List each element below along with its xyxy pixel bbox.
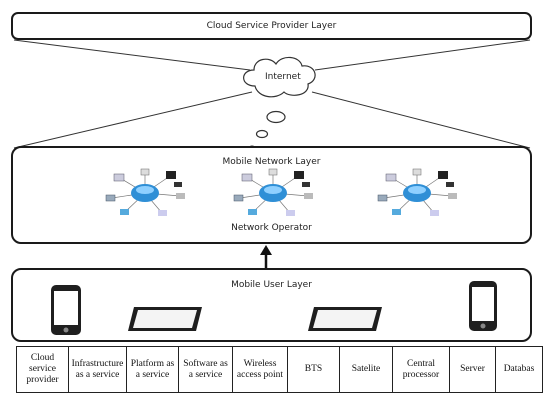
link-line xyxy=(314,39,531,71)
component-table: Cloud service provider Infrastructure as… xyxy=(16,346,543,393)
bubble-icon xyxy=(266,110,286,124)
tablet-icon xyxy=(128,307,202,331)
table-cell: Software as a service xyxy=(178,346,233,393)
smartphone-icon xyxy=(469,281,497,331)
network-hub-icon xyxy=(233,168,313,216)
mobile-user-layer: Mobile User Layer xyxy=(11,268,532,342)
user-layer-title: Mobile User Layer xyxy=(231,280,312,290)
table-cell: Satelite xyxy=(339,346,393,393)
network-layer-title: Mobile Network Layer xyxy=(222,157,321,167)
table-cell: Infrastructure as a service xyxy=(68,346,127,393)
smartphone-icon xyxy=(51,285,81,335)
bubble-icon xyxy=(255,129,269,139)
cloud-service-provider-layer: Cloud Service Provider Layer xyxy=(11,12,532,40)
table-cell: BTS xyxy=(287,346,340,393)
table-row: Cloud service provider Infrastructure as… xyxy=(16,346,543,393)
link-line xyxy=(13,39,251,71)
internet-cloud-icon xyxy=(243,56,316,98)
link-line xyxy=(13,91,253,149)
link-line xyxy=(311,91,531,149)
network-hub-icon xyxy=(105,168,185,216)
up-arrow-icon xyxy=(260,245,272,268)
table-cell: Server xyxy=(449,346,496,393)
table-cell: Wireless access point xyxy=(232,346,288,393)
tablet-icon xyxy=(308,307,382,331)
table-cell: Central processor xyxy=(392,346,450,393)
table-cell: Databas xyxy=(495,346,543,393)
internet-label: Internet xyxy=(265,72,301,82)
network-operator-label: Network Operator xyxy=(231,223,312,233)
network-hub-icon xyxy=(377,168,457,216)
mobile-network-layer: Mobile Network Layer Network Operator xyxy=(11,146,532,244)
table-cell: Platform as a service xyxy=(126,346,179,393)
cloud-layer-title: Cloud Service Provider Layer xyxy=(206,21,337,31)
table-cell: Cloud service provider xyxy=(16,346,69,393)
